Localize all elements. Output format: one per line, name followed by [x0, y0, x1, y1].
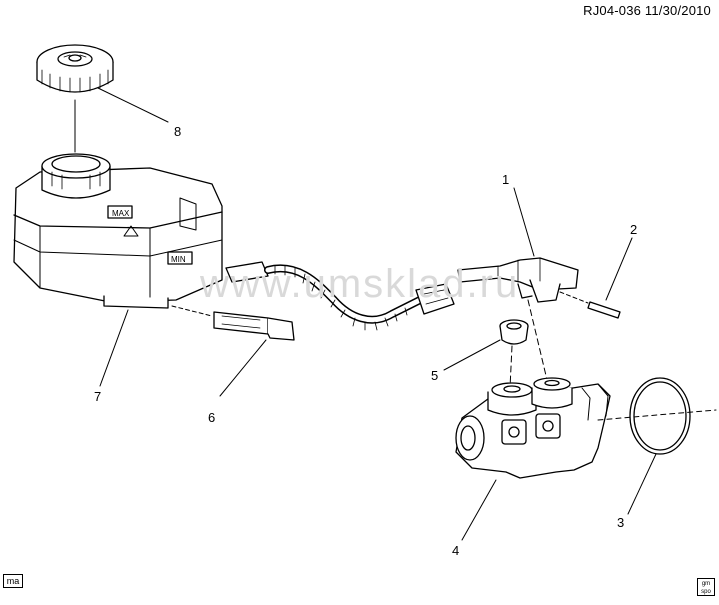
callout-6: 6: [208, 410, 215, 425]
leader-1: [513, 187, 535, 257]
reservoir-min-label: MIN: [171, 255, 186, 264]
master-cylinder: [455, 377, 611, 479]
seal-alignment-line: [597, 409, 717, 421]
leader-4: [461, 479, 497, 541]
pin-alignment-line: [559, 291, 589, 304]
grommet-alignment-line: [509, 299, 549, 389]
corner-tag: ma: [3, 574, 23, 588]
gm-spo-logo: gm spo: [697, 578, 715, 596]
leader-7: [99, 309, 129, 387]
callout-5: 5: [431, 368, 438, 383]
leader-6: [219, 339, 267, 397]
fluid-reservoir: [13, 153, 223, 309]
fluid-level-switch: [457, 257, 579, 303]
diagram-reference-id: RJ04-036 11/30/2010: [583, 3, 711, 18]
callout-4: 4: [452, 543, 459, 558]
reservoir-connector-line: [171, 305, 213, 317]
leader-3: [627, 453, 657, 515]
callout-2: 2: [630, 222, 637, 237]
reservoir-max-label: MAX: [112, 209, 130, 218]
leader-2: [605, 237, 633, 301]
reservoir-cap: [36, 44, 114, 93]
logo-line-1: gm: [701, 581, 711, 587]
callout-1: 1: [502, 172, 509, 187]
reservoir-grommet: [499, 319, 529, 345]
callout-7: 7: [94, 389, 101, 404]
callout-3: 3: [617, 515, 624, 530]
level-sensor-connector: [213, 311, 295, 341]
leader-8: [97, 87, 169, 123]
leader-5: [443, 339, 501, 371]
logo-line-2: spo: [701, 589, 711, 595]
master-cylinder-seal: [629, 377, 691, 455]
callout-8: 8: [174, 124, 181, 139]
brake-wiring-harness: [225, 261, 455, 331]
retaining-pin: [587, 301, 621, 319]
